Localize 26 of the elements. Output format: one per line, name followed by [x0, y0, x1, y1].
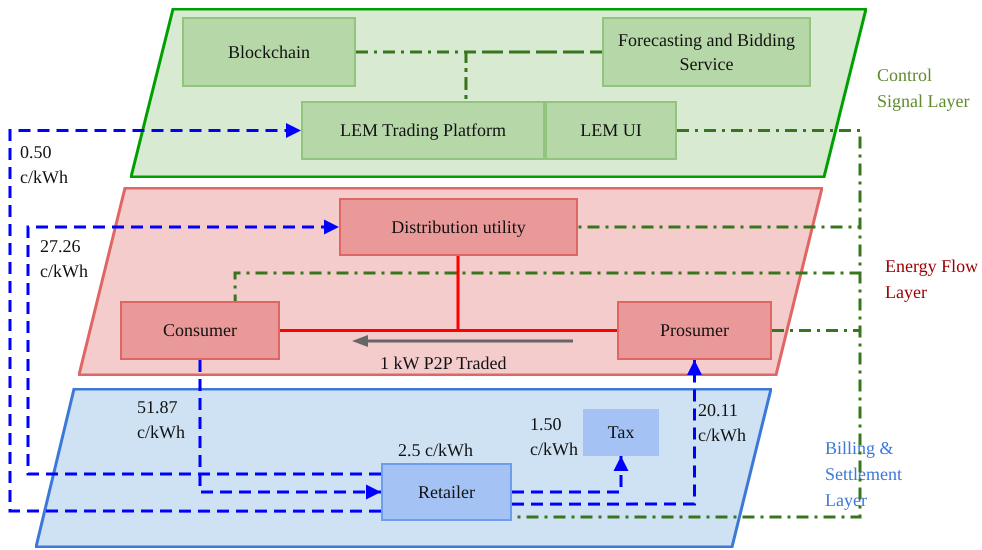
process-box: LEM Trading Platform: [301, 101, 545, 160]
arrow: [512, 360, 702, 506]
edge-label: 51.87 c/kWh: [137, 396, 186, 444]
arrow: [26, 220, 381, 476]
connector-line: [464, 50, 602, 101]
process-box: Tax: [583, 409, 659, 456]
arrow: [8, 123, 381, 513]
process-box: Forecasting and Bidding Service: [602, 17, 811, 87]
process-box: Consumer: [120, 301, 280, 360]
edge-label: 20.11 c/kWh: [698, 399, 747, 448]
layer-title: Control Signal Layer: [877, 64, 970, 114]
edge-label: 0.50 c/kWh: [20, 141, 69, 190]
arrow: [512, 456, 628, 494]
edge-label: 1.50 c/kWh: [530, 413, 579, 462]
edge-label: 27.26 c/kWh: [40, 235, 89, 284]
process-box: Blockchain: [182, 17, 356, 87]
connector-line: [456, 256, 617, 332]
flow-label: 1 kW P2P Traded: [380, 352, 507, 375]
price-label: 2.5 c/kWh: [398, 439, 473, 462]
arrow: [198, 360, 381, 500]
process-box: Retailer: [381, 463, 512, 521]
process-box: Prosumer: [617, 301, 772, 360]
process-box: LEM UI: [545, 101, 677, 160]
layer-title: Energy Flow Layer: [885, 255, 979, 304]
layer-title: Billing & Settlement Layer: [825, 437, 903, 512]
process-box: Distribution utility: [339, 198, 578, 256]
